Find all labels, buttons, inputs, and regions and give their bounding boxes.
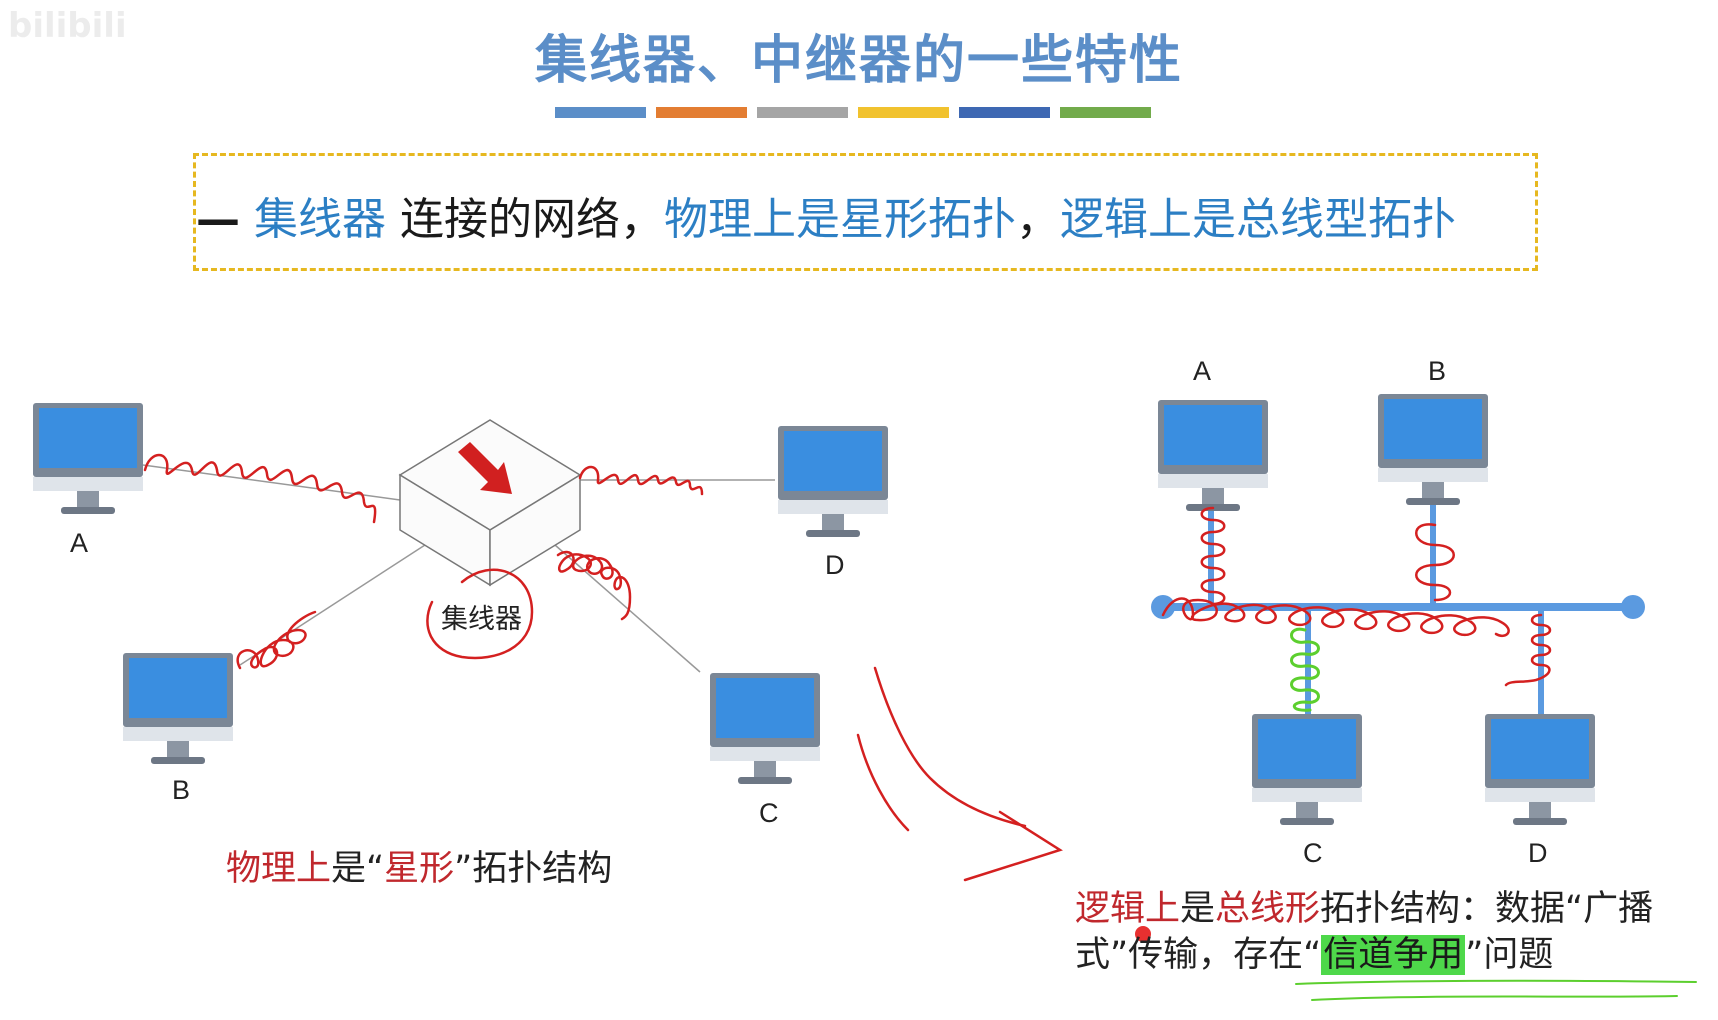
bus-computer-a-icon [1158, 400, 1268, 511]
channel-contention-highlight: 信道争用 [1321, 935, 1466, 975]
pointer-dot [1135, 926, 1151, 942]
caption-bus: 总线形 [1215, 889, 1321, 929]
bus-computer-b-icon [1378, 394, 1488, 505]
color-bar [555, 107, 646, 118]
color-bar [656, 107, 747, 118]
caption-text: ”拓扑结构 [454, 849, 613, 889]
caption-text: ”问题 [1465, 935, 1554, 975]
caption-text: 拓扑结构：数据“广播式”传输，存在“ [1075, 889, 1654, 975]
computer-d-icon [778, 426, 888, 537]
hub-arrow-icon [458, 442, 512, 494]
bullet-dash: — [196, 194, 240, 245]
bullet-statement: — 集线器 连接的网络，物理上是星形拓扑，逻辑上是总线型拓扑 [196, 183, 1456, 247]
color-bar-strip [555, 107, 1151, 118]
node-label-b: B [172, 775, 191, 805]
highlight-box [193, 153, 1538, 271]
bullet-comma: ， [1016, 194, 1060, 245]
bus-node-label-b: B [1428, 356, 1447, 386]
caption-phys: 物理上 [226, 849, 332, 889]
hub-term: 集线器 [254, 194, 386, 245]
node-label-d: D [825, 550, 845, 580]
caption-text: 是 [1180, 889, 1216, 929]
bus-computer-c-icon [1252, 714, 1362, 825]
node-label-a: A [70, 528, 89, 558]
bullet-text: 连接的网络， [386, 194, 664, 245]
color-bar [1060, 107, 1151, 118]
color-bar [757, 107, 848, 118]
physical-caption: 物理上是“星形”拓扑结构 [226, 840, 612, 891]
bus-computer-d-icon [1485, 714, 1595, 825]
physical-topology-text: 物理上是星形拓扑 [664, 194, 1016, 245]
bus-node-label-a: A [1193, 356, 1212, 386]
caption-logic: 逻辑上 [1075, 889, 1181, 929]
hub-label: 集线器 [441, 604, 522, 635]
bus-node-label-c: C [1303, 838, 1323, 868]
node-label-c: C [759, 798, 779, 828]
computer-c-icon [710, 673, 820, 784]
caption-text: 是“ [331, 849, 385, 889]
color-bar [858, 107, 949, 118]
red-coil-annotations [143, 453, 1552, 882]
logical-topology-text: 逻辑上是总线型拓扑 [1060, 194, 1456, 245]
computer-b-icon [123, 653, 233, 764]
green-underline [1295, 979, 1697, 1001]
logical-caption: 逻辑上是总线形拓扑结构：数据“广播式”传输，存在“信道争用”问题 [1075, 886, 1675, 978]
slide-title: 集线器、中继器的一些特性 [534, 31, 1183, 91]
green-coil-annotation [1290, 627, 1320, 712]
bilibili-watermark: bilibili [8, 6, 127, 46]
caption-star: 星形 [384, 849, 455, 889]
bus-node-label-d: D [1528, 838, 1548, 868]
bus-line [1151, 500, 1645, 715]
color-bar [959, 107, 1050, 118]
hub-box [398, 419, 582, 587]
computer-a-icon [33, 403, 143, 514]
